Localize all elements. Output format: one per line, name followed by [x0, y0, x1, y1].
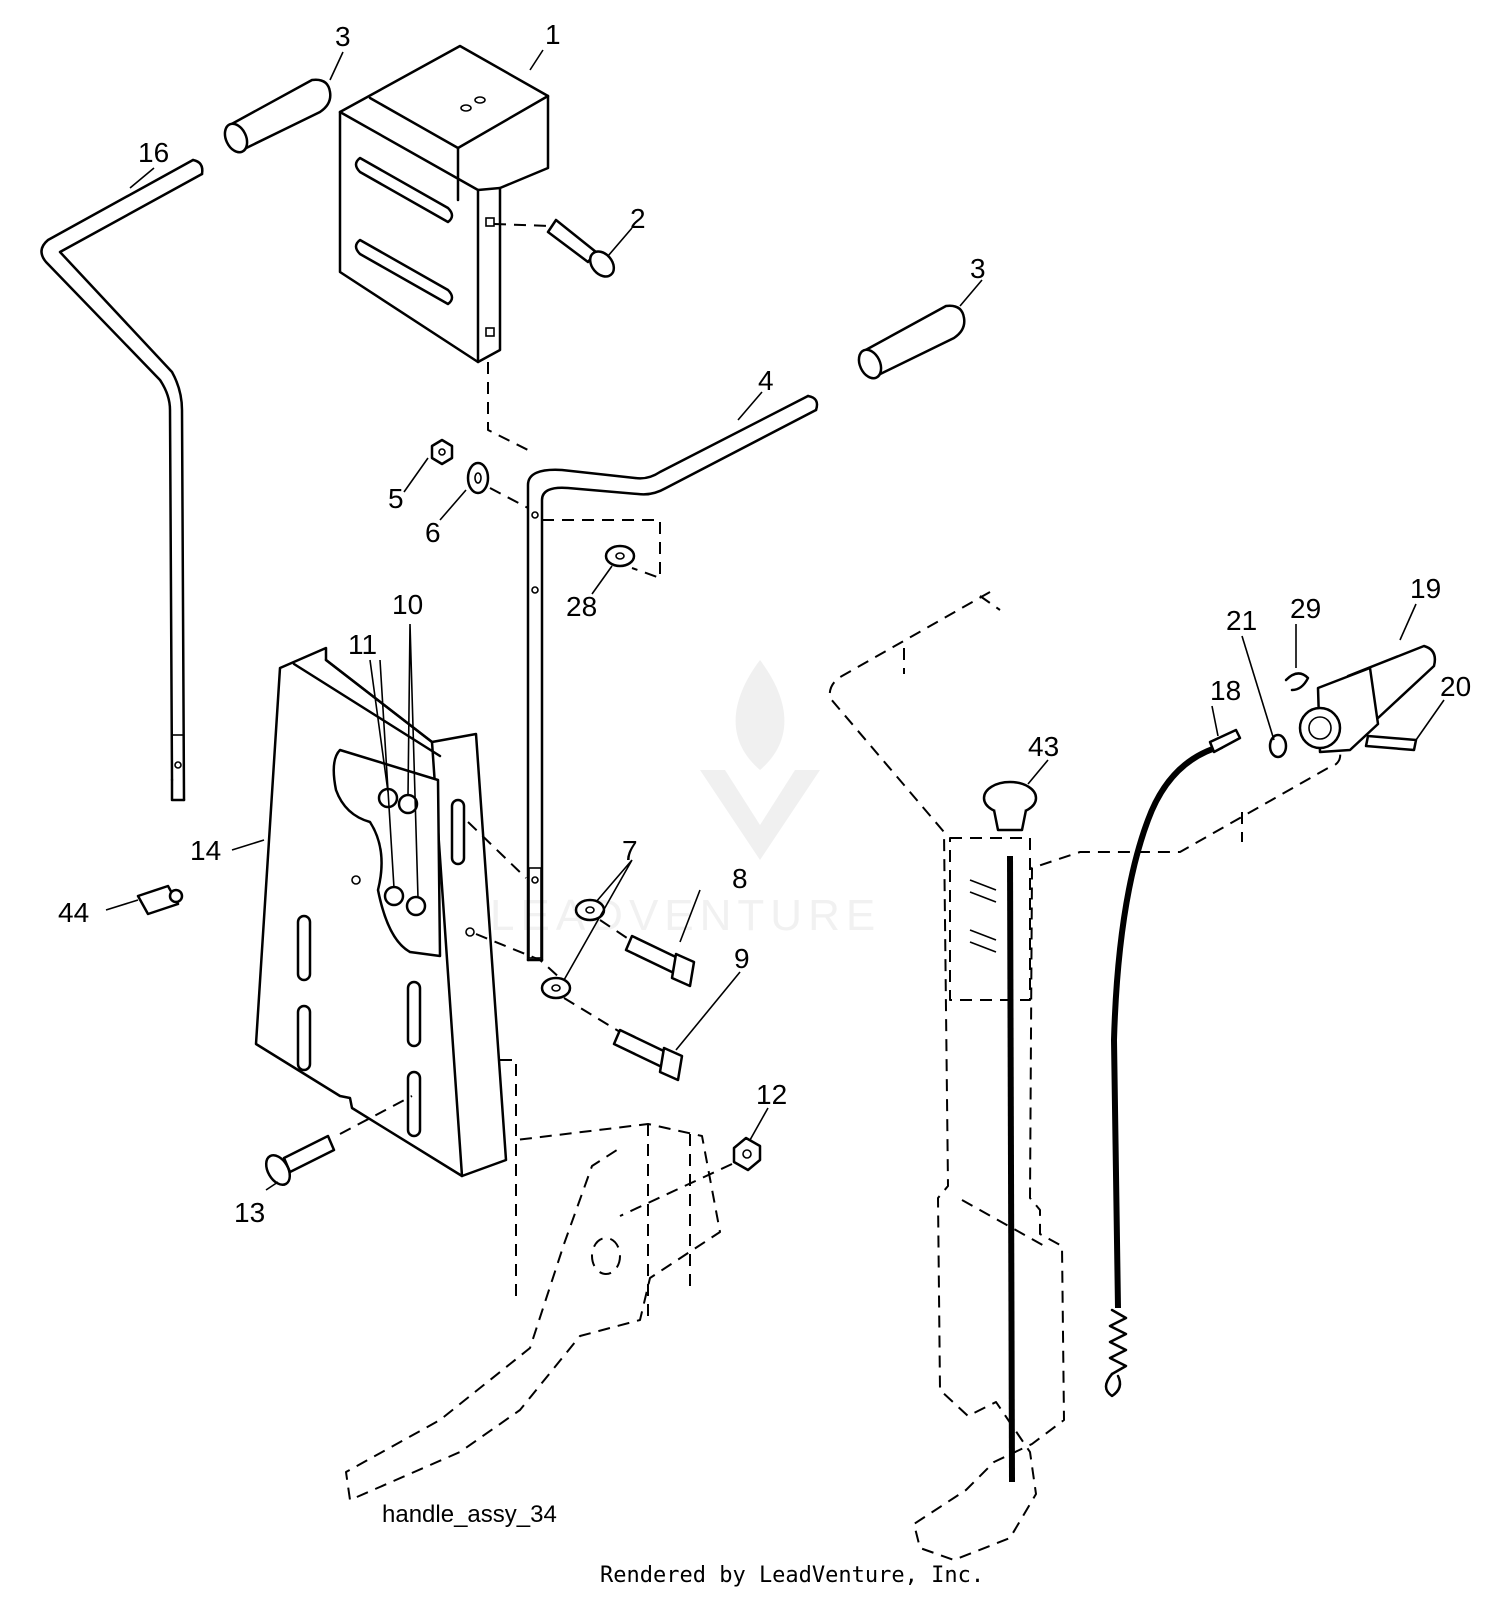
part-19-lever: [1298, 644, 1437, 754]
callout-6: 6: [425, 517, 441, 548]
diagram-caption: handle_assy_34: [382, 1501, 557, 1528]
callout-14: 14: [190, 835, 221, 866]
callout-11: 11: [348, 629, 377, 660]
part-28-washer: [604, 544, 636, 568]
callout-18: 18: [1210, 675, 1241, 706]
part-1-console: [338, 44, 550, 364]
callout-labels: 1 2 3 3 4 5 6 7 8 9 10 11 12 13 14 16 18…: [58, 19, 1471, 1228]
callout-3-top: 3: [335, 21, 351, 52]
callout-13: 13: [234, 1197, 265, 1228]
callout-3-right: 3: [970, 253, 986, 284]
callout-2: 2: [630, 203, 646, 234]
part-5-nut: [430, 438, 454, 466]
part-8-bolt: [624, 934, 696, 988]
part-13-bolt: [264, 1134, 336, 1186]
callout-4: 4: [758, 365, 774, 396]
leader-lines: [105, 49, 1445, 1191]
callout-5: 5: [388, 483, 404, 514]
callout-28: 28: [566, 591, 597, 622]
part-14-plate: [254, 646, 508, 1178]
callout-21: 21: [1226, 605, 1257, 636]
lower-frame-phantom: [345, 1123, 721, 1501]
leadventure-watermark: LEADVENTURE: [490, 660, 881, 940]
callout-8: 8: [732, 863, 748, 894]
part-6-washer: [466, 461, 490, 495]
watermark-text: LEADVENTURE: [490, 891, 881, 940]
part-4-handle: [526, 394, 819, 962]
callout-10: 10: [392, 589, 423, 620]
callout-9: 9: [734, 943, 750, 974]
callout-19: 19: [1410, 573, 1441, 604]
render-credit: Rendered by LeadVenture, Inc.: [600, 1563, 984, 1588]
control-rod: [969, 855, 1015, 1483]
part-3-grip-top: [223, 78, 332, 154]
callout-12: 12: [756, 1079, 787, 1110]
part-2-bolt: [493, 218, 616, 278]
callout-1: 1: [545, 19, 561, 50]
callout-44: 44: [58, 897, 89, 928]
part-3-grip-right: [857, 304, 966, 380]
part-16-handle-bar: [40, 158, 204, 802]
callout-43: 43: [1028, 731, 1059, 762]
callout-16: 16: [138, 137, 169, 168]
part-18-cable: [1104, 728, 1242, 1398]
part-9-bolt: [612, 1028, 684, 1082]
part-20-pin: [1364, 734, 1418, 752]
right-frame-phantom: [828, 591, 1342, 1561]
callout-20: 20: [1440, 671, 1471, 702]
callout-7: 7: [622, 835, 638, 866]
part-43-cap: [982, 780, 1038, 832]
part-12-nut: [732, 1136, 762, 1172]
part-21-ring: [1268, 733, 1288, 759]
callout-29: 29: [1290, 593, 1321, 624]
part-29-clip: [1284, 672, 1310, 692]
part-44-clip: [136, 884, 184, 916]
part-7-washers: [540, 898, 606, 1000]
